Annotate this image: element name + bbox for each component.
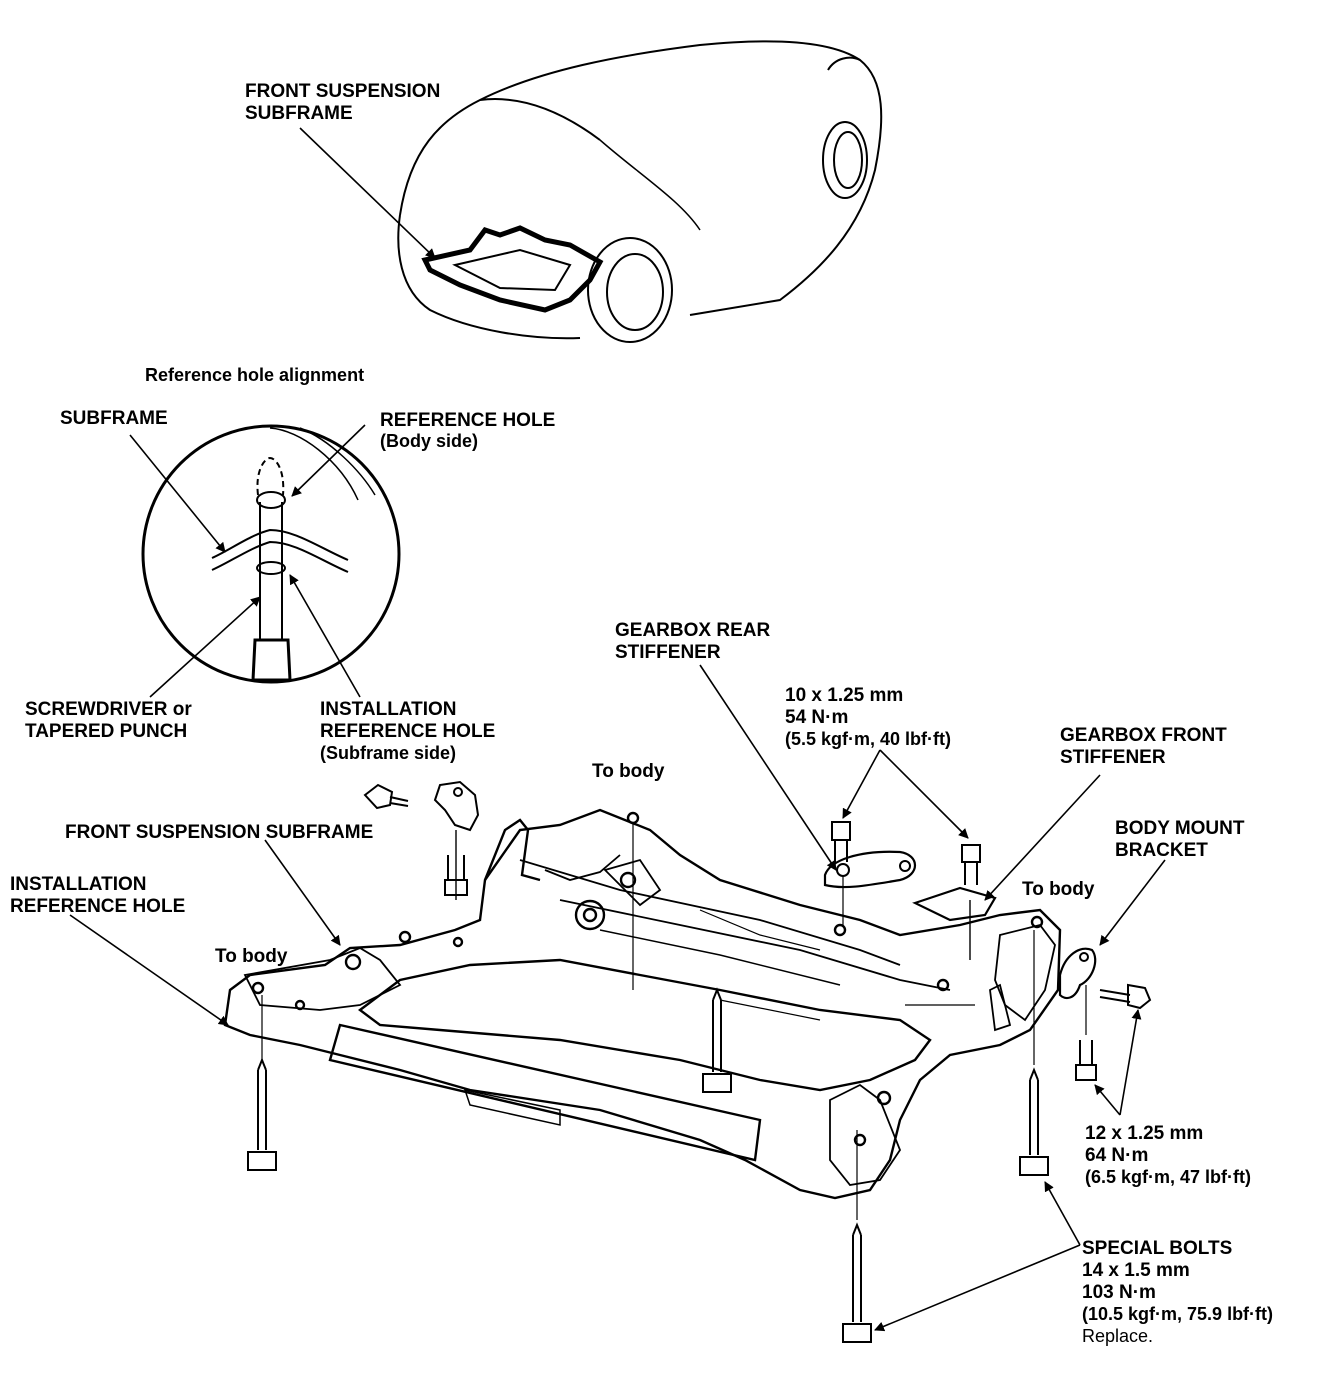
bolts-and-brackets [247,780,1152,1343]
label-special-bolts-torque: 103 N·m [1082,1282,1156,1303]
label-screwdriver-1: SCREWDRIVER or [25,699,192,720]
label-screwdriver-2: TAPERED PUNCH [25,721,187,742]
label-install-ref-2: REFERENCE HOLE [10,896,185,917]
label-special-bolts-size: 14 x 1.5 mm [1082,1260,1190,1281]
car-illustration [397,40,883,343]
label-bolt12-size: 12 x 1.25 mm [1085,1123,1203,1144]
label-car-subframe-2: SUBFRAME [245,103,353,124]
label-special-bolts-replace: Replace. [1082,1326,1153,1346]
label-ref-hole-alignment: Reference hole alignment [145,365,364,385]
label-subframe: SUBFRAME [60,408,168,429]
leader-lines [69,127,1166,1332]
special-bolt-right [1019,1067,1049,1176]
label-install-ref-sub-3: (Subframe side) [320,743,456,763]
label-bolt10-size: 10 x 1.25 mm [785,685,903,706]
label-to-body-top: To body [592,761,665,782]
label-gearbox-front-2: STIFFENER [1060,747,1166,768]
label-body-mount-2: BRACKET [1115,840,1208,861]
reference-hole-detail [141,424,401,684]
label-bolt12-alt: (6.5 kgf·m, 47 lbf·ft) [1085,1167,1251,1187]
label-special-bolts: SPECIAL BOLTS [1082,1238,1232,1259]
label-gearbox-rear-1: GEARBOX REAR [615,620,770,641]
label-special-bolts-alt: (10.5 kgf·m, 75.9 lbf·ft) [1082,1304,1273,1324]
label-to-body-left: To body [215,946,288,967]
label-ref-hole-body-2: (Body side) [380,431,478,451]
subframe-assembly [223,808,1062,1200]
label-bolt10-torque: 54 N·m [785,707,848,728]
label-bolt12-torque: 64 N·m [1085,1145,1148,1166]
label-to-body-right: To body [1022,879,1095,900]
label-gearbox-rear-2: STIFFENER [615,642,721,663]
label-front-subframe: FRONT SUSPENSION SUBFRAME [65,822,373,843]
label-bolt10-alt: (5.5 kgf·m, 40 lbf·ft) [785,729,951,749]
labels: FRONT SUSPENSION SUBFRAME Reference hole… [10,81,1273,1346]
label-install-ref-sub-1: INSTALLATION [320,699,457,720]
label-body-mount-1: BODY MOUNT [1115,818,1245,839]
label-gearbox-front-1: GEARBOX FRONT [1060,725,1227,746]
special-bolt-front [842,1222,872,1343]
label-install-ref-sub-2: REFERENCE HOLE [320,721,495,742]
label-ref-hole-body-1: REFERENCE HOLE [380,410,555,431]
label-car-subframe-1: FRONT SUSPENSION [245,81,440,102]
label-install-ref-1: INSTALLATION [10,874,147,895]
special-bolt-center [702,987,732,1093]
special-bolt-left [247,1057,277,1171]
